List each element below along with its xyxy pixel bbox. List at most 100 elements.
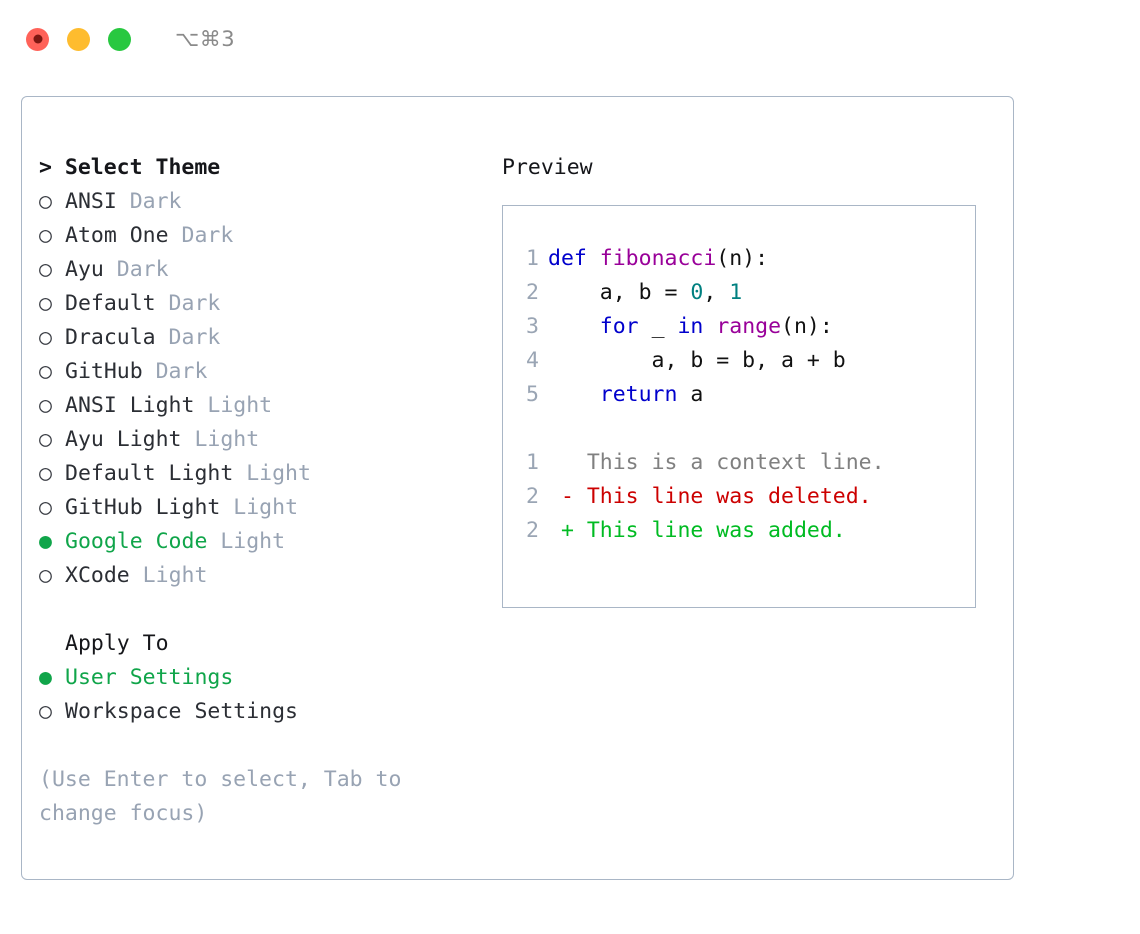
minimize-button[interactable] [67,27,90,51]
diff-marker [548,450,587,475]
theme-option[interactable]: ○ Atom One Dark [39,219,489,253]
radio-unselected-icon[interactable]: ○ [39,461,52,486]
code-token: 0 [690,280,704,305]
radio-unselected-icon[interactable]: ○ [39,563,52,588]
radio-unselected-icon[interactable]: ○ [39,257,52,282]
radio-selected-icon[interactable]: ● [39,529,52,554]
theme-variant-label: Dark [155,291,221,316]
radio-unselected-icon[interactable]: ○ [39,427,52,452]
code-token: _ [638,314,678,339]
theme-variant-label: Light [194,393,273,418]
code-line: 4 a, b = b, a + b [517,344,975,378]
theme-option[interactable]: ●Google Code Light [39,525,489,559]
theme-option[interactable]: ○ Ayu Light Light [39,423,489,457]
code-token: return [599,382,678,407]
theme-option[interactable]: ○GitHub Dark [39,355,489,389]
code-line: 5 return a [517,378,975,412]
theme-option-label: Ayu Light [65,427,182,452]
theme-picker-dialog: > Select Theme ○ANSI Dark○Atom One Dark○… [21,96,1014,880]
code-token [703,314,716,339]
theme-option[interactable]: ○ ANSI Light Light [39,389,489,423]
theme-option[interactable]: ○ GitHub Light Light [39,491,489,525]
diff-line: 2 - This line was deleted. [517,480,975,514]
apply-to-option[interactable]: ○ Workspace Settings [39,695,489,729]
code-token [548,382,600,407]
theme-option[interactable]: ○ Dracula Dark [39,321,489,355]
theme-variant-label: Dark [155,325,221,350]
code-token: (n): [781,314,833,339]
theme-option-label: GitHub Light [65,495,221,520]
apply-to-option-label: Workspace Settings [65,699,298,724]
code-token: (n): [716,246,769,271]
theme-variant-label: Light [233,461,311,486]
radio-unselected-icon[interactable]: ○ [39,495,52,520]
theme-option-label: Atom One [65,223,169,248]
radio-unselected-icon[interactable]: ○ [39,325,52,350]
diff-line: 2 + This line was added. [517,514,975,548]
theme-option[interactable]: ○ Ayu Dark [39,253,489,287]
radio-unselected-icon[interactable]: ○ [39,291,52,316]
diff-text: This is a context line. [586,450,885,475]
code-token: a, b = b, a + b [548,348,846,373]
line-number: 3 [526,314,539,339]
window-controls [26,27,131,51]
theme-option-label: Dracula [65,325,156,350]
code-token: range [716,314,782,339]
theme-option-label: Ayu [65,257,104,282]
code-token: 1 [729,280,743,305]
apply-to-option[interactable]: ● User Settings [39,661,489,695]
select-theme-heading: > Select Theme [39,155,221,180]
close-button[interactable] [26,27,49,51]
code-token: , [703,280,730,305]
code-token: def [548,246,587,271]
keyboard-hint: (Use Enter to select, Tab to change focu… [39,767,402,826]
apply-to-option-label: User Settings [65,665,234,690]
radio-unselected-icon[interactable]: ○ [39,699,52,724]
radio-unselected-icon[interactable]: ○ [39,223,52,248]
apply-to-list[interactable]: ● User Settings ○ Workspace Settings [39,661,489,729]
zoom-button[interactable] [108,27,131,51]
theme-option-label: Default Light [65,461,234,486]
theme-selection-pane: > Select Theme ○ANSI Dark○Atom One Dark○… [39,151,489,831]
theme-list[interactable]: ○ANSI Dark○Atom One Dark○Ayu Dark○Defaul… [39,185,489,593]
theme-variant-label: Dark [103,257,169,282]
theme-variant-label: Light [181,427,260,452]
diff-marker: - [548,484,587,509]
preview-heading: Preview [502,155,593,180]
theme-option[interactable]: ○ANSI Dark [39,185,489,219]
theme-option[interactable]: ○XCode Light [39,559,489,593]
theme-variant-label: Dark [168,223,234,248]
line-number: 2 [526,280,539,305]
theme-variant-label: Light [207,529,286,554]
line-number: 2 [526,484,539,509]
theme-option-label: XCode [65,563,130,588]
theme-variant-label: Light [220,495,299,520]
keyboard-shortcut-label: ⌥⌘3 [175,27,236,51]
radio-selected-icon[interactable]: ● [39,665,52,690]
diff-spacer [517,412,975,446]
code-line: 2 a, b = 0, 1 [517,276,975,310]
theme-variant-label: Dark [116,189,182,214]
theme-option[interactable]: ○ Default Light Light [39,457,489,491]
radio-unselected-icon[interactable]: ○ [39,393,52,418]
line-number: 4 [526,348,539,373]
diff-sample: 1 This is a context line.2 - This line w… [517,446,975,548]
code-token: fibonacci [599,246,717,271]
code-token [548,314,600,339]
line-number: 2 [526,518,539,543]
diff-line: 1 This is a context line. [517,446,975,480]
dialog-columns: > Select Theme ○ANSI Dark○Atom One Dark○… [22,97,1013,879]
diff-text: This line was deleted. [586,484,872,509]
code-token: a, b = [548,280,691,305]
theme-option[interactable]: ○Default Dark [39,287,489,321]
code-token: in [677,314,704,339]
list-spacer [39,593,489,627]
diff-text: This line was added. [586,518,846,543]
radio-unselected-icon[interactable]: ○ [39,189,52,214]
theme-option-label: ANSI Light [65,393,195,418]
diff-marker: + [548,518,587,543]
radio-unselected-icon[interactable]: ○ [39,359,52,384]
